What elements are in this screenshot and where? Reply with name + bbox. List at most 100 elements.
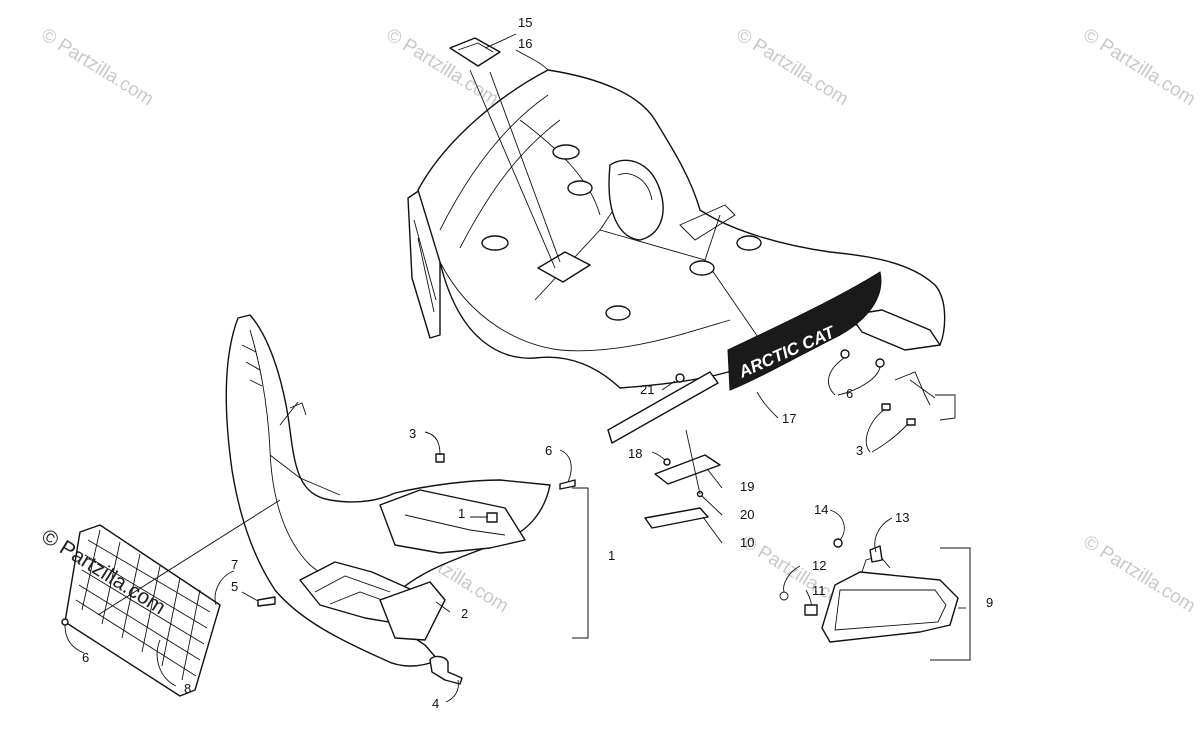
watermark: © Partzilla.com — [1079, 24, 1199, 110]
reflector-strip — [644, 507, 709, 529]
hood-vent — [537, 251, 591, 283]
leader-17 — [756, 391, 779, 419]
leader-8 — [156, 639, 177, 687]
push-rivet — [840, 349, 850, 359]
leader-6-mid — [559, 449, 572, 483]
callout-6-left: 6 — [82, 650, 89, 665]
fender-center-opening — [608, 159, 664, 241]
leader-6-right — [827, 357, 881, 396]
leader-12 — [783, 565, 801, 593]
leader-5 — [241, 591, 259, 602]
callout-21: 21 — [640, 382, 654, 397]
headlight-assembly — [779, 538, 966, 643]
callout-17: 17 — [782, 411, 796, 426]
skid-plate — [379, 581, 446, 641]
bumper-ribs — [241, 344, 263, 387]
rivet-21 — [675, 373, 685, 383]
o-ring — [779, 591, 789, 601]
mount-bracket — [654, 454, 721, 485]
clip-nut — [881, 403, 891, 411]
group-bracket-1 — [572, 487, 589, 639]
callout-3-right: 3 — [856, 443, 863, 458]
leader-grille — [97, 499, 281, 616]
bracket-parts — [644, 373, 721, 529]
watermark: © Partzilla.com — [37, 24, 157, 110]
rack-rail — [679, 204, 736, 241]
leader-6-left — [64, 624, 85, 654]
bracket-nut — [663, 458, 671, 466]
callout-11: 11 — [812, 583, 826, 598]
bulb-socket — [869, 545, 883, 563]
rack-hole — [552, 144, 580, 160]
leader-19 — [707, 469, 723, 489]
callout-1: 1 — [608, 548, 615, 563]
bracket-lines — [894, 371, 936, 406]
headlight-housing — [821, 571, 959, 643]
leader-2 — [435, 601, 451, 613]
grille-mesh-h — [75, 539, 211, 677]
push-rivet — [875, 358, 885, 368]
screw — [257, 596, 276, 607]
watermark: © Partzilla.com — [382, 24, 502, 110]
rack-hole — [689, 260, 715, 276]
watermark: © Partzilla.com — [732, 24, 852, 110]
vent-cap-detail — [457, 42, 494, 53]
callout-13: 13 — [895, 510, 909, 525]
leader-3-mid — [424, 431, 441, 456]
leader-21 — [661, 380, 676, 391]
group-bracket-9 — [930, 547, 971, 661]
callout-10: 10 — [740, 535, 754, 550]
callout-2: 2 — [461, 606, 468, 621]
leader-13 — [874, 517, 893, 553]
leader-20 — [701, 495, 723, 516]
fender-skirt-lines — [413, 219, 437, 313]
rack-hole — [605, 305, 631, 321]
leader-11 — [805, 589, 812, 606]
leader-bracket — [685, 429, 701, 495]
callout-5: 5 — [231, 579, 238, 594]
leader-15 — [484, 33, 517, 49]
rack-hole — [736, 235, 762, 251]
rack-hole — [481, 235, 509, 251]
group-brackets — [572, 487, 971, 661]
front-bumper-assembly — [225, 314, 576, 685]
screw — [559, 479, 576, 490]
opening-inner — [617, 173, 653, 201]
headlight-lens — [834, 589, 947, 631]
front-fender-assembly: ARCTIC CAT — [407, 69, 946, 444]
headlight-nut — [804, 604, 818, 616]
flap-line — [404, 514, 506, 536]
leader-7 — [214, 570, 235, 606]
vent-cap-part — [449, 37, 501, 67]
leader-16 — [515, 49, 549, 71]
leader-lines — [64, 33, 909, 703]
rack-hole — [567, 180, 593, 196]
callout-19: 19 — [740, 479, 754, 494]
grille-screw — [61, 618, 69, 626]
leader-3-right — [865, 409, 909, 453]
leader-10 — [702, 516, 723, 544]
callout-16: 16 — [518, 36, 532, 51]
callout-8: 8 — [184, 681, 191, 696]
callout-3-mid: 3 — [409, 426, 416, 441]
watermark: © Partzilla.com — [1079, 531, 1199, 617]
grille-part — [61, 524, 221, 697]
arctic-cat-decal — [727, 271, 882, 391]
bumper-mount — [289, 402, 307, 416]
callout-12: 12 — [812, 558, 826, 573]
callout-1-inner: 1 — [458, 506, 465, 521]
fender-lower-trim — [607, 371, 719, 444]
bolt — [429, 655, 463, 685]
bumper-right-flap — [379, 489, 526, 554]
clip-nut — [906, 418, 916, 426]
clip-nut — [486, 512, 498, 523]
callout-6-mid: 6 — [545, 443, 552, 458]
leader-vent — [469, 69, 561, 269]
headlight-screw — [833, 538, 843, 548]
leader-18 — [651, 451, 666, 461]
fender-body — [417, 69, 946, 389]
fender-right-wing — [849, 309, 941, 351]
fender-ridges — [439, 94, 601, 249]
